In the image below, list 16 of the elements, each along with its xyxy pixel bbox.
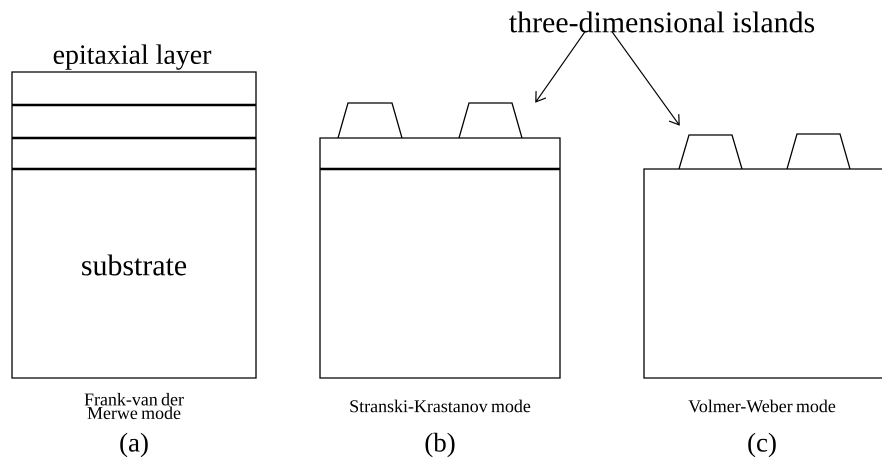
arrow: [535, 31, 586, 103]
panel-letter: (b): [426, 432, 454, 458]
heading-text: three-dimensional islands: [509, 11, 814, 33]
node-label: epitaxial layer: [54, 44, 212, 70]
island-shape: [678, 134, 743, 170]
caption-text: Volmer-Weber mode: [688, 400, 836, 412]
arrow: [612, 31, 680, 126]
island-shape: [458, 102, 523, 138]
layer-stack: epitaxial layer substrate: [11, 44, 257, 379]
panel-letter: (a): [120, 432, 148, 458]
caption-text: Stranski-Krastanov mode: [350, 400, 530, 412]
substrate-block: [319, 137, 561, 379]
substrate-block: [643, 168, 882, 379]
island-shape: [337, 102, 403, 138]
island-shape: [786, 133, 851, 170]
panel-letter: (c): [748, 432, 776, 458]
